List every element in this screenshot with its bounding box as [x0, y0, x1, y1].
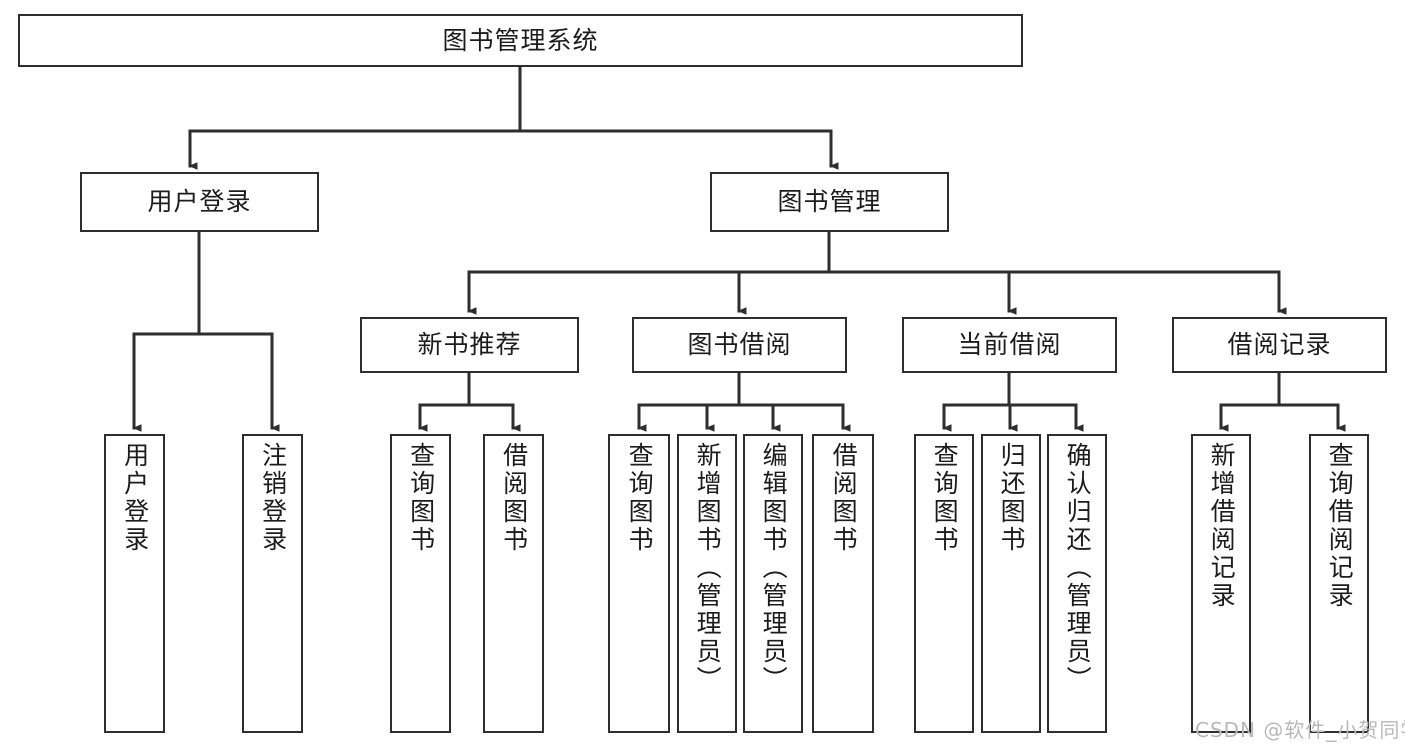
node-current-borrow-label: 当前借阅 [957, 330, 1062, 360]
csdn-watermark: CSDN @软件_小贺同学 [1195, 718, 1405, 742]
node-user-login-label: 用户登录 [147, 187, 252, 217]
leaf-borrow-book-2[interactable]: 借阅图书 [812, 434, 874, 733]
leaf-query-record-label: 查询借阅记录 [1325, 442, 1355, 610]
leaf-borrow-book-1-label: 借阅图书 [499, 442, 529, 554]
leaf-borrow-book-1[interactable]: 借阅图书 [483, 434, 544, 733]
leaf-add-book-label: 新增图书（管理员） [693, 442, 723, 694]
leaf-logout-label: 注销登录 [258, 442, 288, 554]
node-borrow-record[interactable]: 借阅记录 [1172, 317, 1387, 373]
leaf-query-book-1[interactable]: 查询图书 [390, 434, 451, 733]
node-book-borrow-label: 图书借阅 [687, 330, 792, 360]
leaf-confirm-return[interactable]: 确认归还（管理员） [1047, 434, 1107, 733]
node-new-book-recommend-label: 新书推荐 [417, 330, 522, 360]
node-book-management-label: 图书管理 [777, 187, 882, 217]
node-book-borrow[interactable]: 图书借阅 [632, 317, 847, 373]
node-user-login[interactable]: 用户登录 [80, 172, 319, 232]
leaf-query-book-3[interactable]: 查询图书 [914, 434, 974, 733]
leaf-return-book-label: 归还图书 [997, 442, 1027, 554]
leaf-query-book-3-label: 查询图书 [930, 442, 960, 554]
leaf-user-login[interactable]: 用户登录 [104, 434, 165, 733]
leaf-borrow-book-2-label: 借阅图书 [829, 442, 859, 554]
node-root-label: 图书管理系统 [442, 25, 599, 55]
leaf-edit-book[interactable]: 编辑图书（管理员） [743, 434, 803, 733]
node-current-borrow[interactable]: 当前借阅 [902, 317, 1117, 373]
leaf-add-book[interactable]: 新增图书（管理员） [677, 434, 737, 733]
leaf-query-record[interactable]: 查询借阅记录 [1309, 434, 1369, 733]
leaf-query-book-2-label: 查询图书 [625, 442, 655, 554]
leaf-return-book[interactable]: 归还图书 [981, 434, 1041, 733]
leaf-confirm-return-label: 确认归还（管理员） [1063, 442, 1093, 694]
leaf-add-record-label: 新增借阅记录 [1207, 442, 1237, 610]
leaf-logout[interactable]: 注销登录 [242, 434, 303, 733]
leaf-edit-book-label: 编辑图书（管理员） [759, 442, 789, 694]
leaf-add-record[interactable]: 新增借阅记录 [1191, 434, 1251, 733]
node-book-management[interactable]: 图书管理 [710, 172, 949, 232]
node-root[interactable]: 图书管理系统 [18, 14, 1023, 67]
leaf-query-book-2[interactable]: 查询图书 [608, 434, 670, 733]
leaf-user-login-label: 用户登录 [120, 442, 150, 554]
node-new-book-recommend[interactable]: 新书推荐 [360, 317, 579, 373]
leaf-query-book-1-label: 查询图书 [406, 442, 436, 554]
node-borrow-record-label: 借阅记录 [1227, 330, 1332, 360]
